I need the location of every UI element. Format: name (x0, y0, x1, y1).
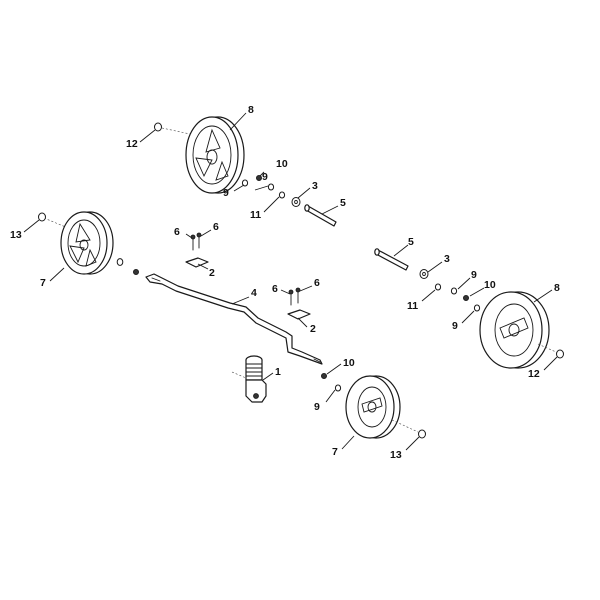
wheel-7-front (345, 375, 419, 439)
washer-13-left (38, 212, 46, 222)
callout-6-left-b: 6 (213, 221, 219, 233)
callout-6-left-a: 6 (174, 226, 180, 238)
wheel-7-left (43, 211, 114, 275)
screws-6-right (288, 287, 301, 306)
wheel-8-top (161, 116, 245, 194)
callout-5-right: 5 (408, 236, 414, 248)
callout-10-top: 10 (276, 158, 288, 170)
washer-13-front (418, 429, 426, 439)
callout-labels: 8 12 10 9 9 3 11 5 13 7 6 6 2 4 6 6 2 1 … (10, 104, 560, 461)
axle-5-right (374, 248, 409, 271)
callout-2-right: 2 (310, 323, 316, 335)
callout-2-left: 2 (209, 267, 215, 279)
callout-3-top: 3 (312, 180, 318, 192)
callout-7-front: 7 (332, 446, 338, 458)
callout-9-front: 9 (314, 401, 320, 413)
nut-10-front (320, 372, 327, 379)
callout-9-right-b: 9 (452, 320, 458, 332)
bracket-2-right (287, 309, 311, 320)
washer-12-top (154, 122, 162, 132)
callout-8-right: 8 (554, 282, 560, 294)
callout-10-right: 10 (484, 279, 496, 291)
washer-9-right-b (473, 304, 481, 312)
callout-8-top: 8 (248, 104, 254, 116)
callout-7-left: 7 (40, 277, 46, 289)
washer-9-front (334, 384, 342, 392)
callout-13-left: 13 (10, 229, 22, 241)
callout-9-right-a: 9 (471, 269, 477, 281)
screws-6-left (190, 232, 202, 251)
washer-11-top (278, 191, 286, 199)
callout-6-right-a: 6 (272, 283, 278, 295)
callout-3-right: 3 (444, 253, 450, 265)
callout-11-top: 11 (250, 209, 261, 221)
callout-12-top: 12 (126, 138, 138, 150)
height-adjuster-1 (231, 355, 267, 403)
bracket-2-left (185, 257, 209, 268)
callout-4: 4 (251, 287, 257, 299)
washer-12-right (556, 349, 564, 359)
washer-3-right (419, 269, 429, 279)
hub-washers-left (116, 258, 139, 275)
callout-10-front: 10 (343, 357, 355, 369)
axle-lever-4 (145, 273, 323, 365)
leader-lines (23, 112, 558, 451)
washer-3-top (291, 197, 301, 207)
washer-11-right (434, 283, 442, 291)
nut-10-right (462, 294, 469, 301)
callout-9-top-a: 9 (262, 171, 268, 183)
callout-9-top-b: 9 (223, 187, 229, 199)
callout-5-top: 5 (340, 197, 346, 209)
callout-6-right-b: 6 (314, 277, 320, 289)
callout-12-right: 12 (528, 368, 540, 380)
washer-9-top-a (267, 183, 275, 191)
washer-9-right-a (450, 287, 458, 295)
washer-9-top-b (241, 179, 249, 187)
callout-1: 1 (275, 366, 281, 378)
wheel-8-right (479, 291, 557, 369)
callout-11-right: 11 (407, 300, 418, 312)
axle-5-top (304, 204, 337, 227)
callout-13-front: 13 (390, 449, 402, 461)
nut-10-top (255, 174, 262, 181)
